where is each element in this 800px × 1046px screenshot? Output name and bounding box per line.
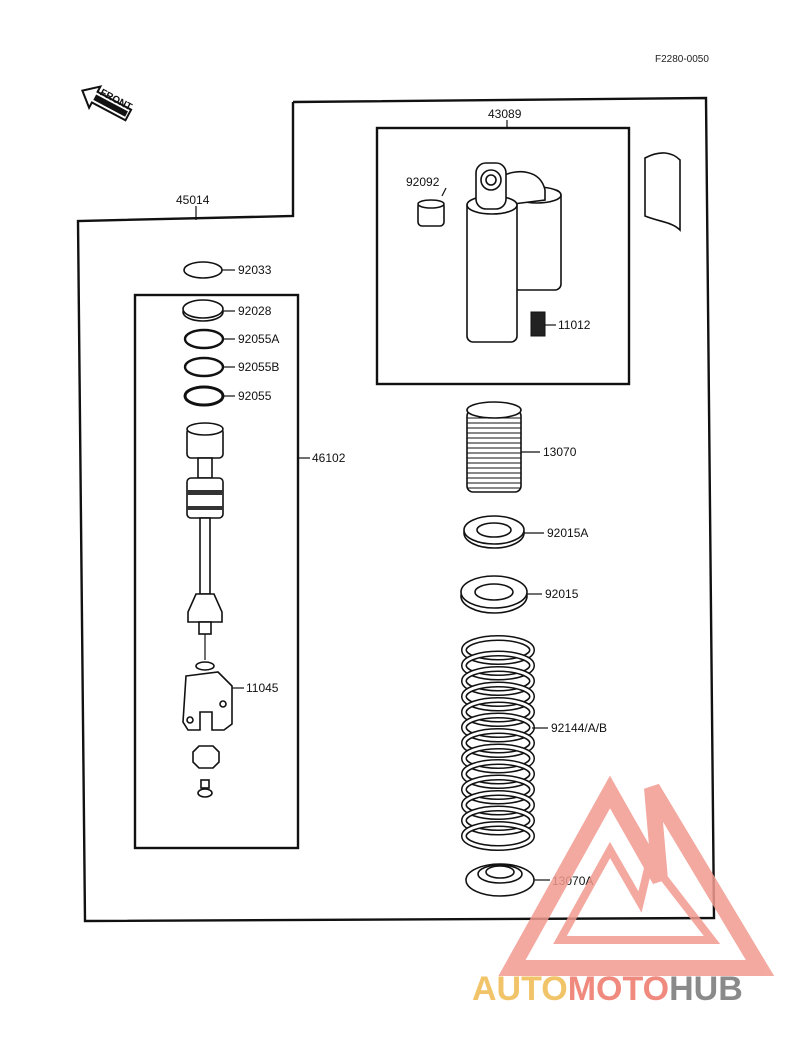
label-13070: 13070: [543, 445, 577, 459]
spring-coil-highlight: [462, 683, 534, 710]
diagram-code: F2280-0050: [655, 54, 709, 65]
label-92055: 92055: [238, 389, 272, 403]
clevis-11045: [182, 661, 233, 731]
spring-coil-highlight: [462, 636, 534, 664]
watermark-logo: [498, 775, 775, 976]
coil-spring-92144: [461, 635, 535, 851]
oring-92055: [183, 385, 225, 407]
spring-coil-highlight: [462, 760, 534, 788]
watermark-hub: HUB: [669, 970, 743, 1008]
circlip-92033: [183, 261, 223, 279]
assembly-box-46102: [133, 293, 300, 850]
spring-coil-highlight: [462, 667, 534, 695]
spring-coil-highlight: [462, 652, 534, 679]
label-43089: 43089: [488, 107, 522, 121]
ring-92028: [182, 299, 224, 322]
spring-coil-highlight: [462, 791, 534, 819]
locknut-92015A: [463, 515, 525, 549]
spring-coil-highlight: [462, 822, 534, 850]
label-92055B: 92055B: [238, 360, 279, 374]
spring-coil-highlight: [462, 807, 534, 834]
locknut-92015: [460, 575, 528, 614]
bushing-92092: [417, 199, 445, 227]
label-92015: 92015: [545, 587, 579, 601]
label-11012: 11012: [558, 318, 591, 332]
watermark-auto: AUTO: [472, 970, 568, 1008]
label-92092: 92092: [406, 175, 440, 189]
assembly-box-43089: [375, 126, 631, 386]
spring-coil-highlight: [462, 776, 534, 803]
screw: [197, 779, 213, 798]
oring-92055B: [183, 356, 225, 378]
oring-92055A: [183, 328, 225, 350]
watermark-moto: MOTO: [568, 970, 669, 1008]
sheet-part: [644, 152, 681, 232]
valve-cap-11012: [530, 311, 546, 337]
label-92055A: 92055A: [238, 332, 279, 346]
label-92033: 92033: [238, 263, 272, 277]
spring-coil-highlight: [462, 745, 534, 772]
spring-seat-13070A: [465, 863, 535, 897]
spring-coil-highlight: [462, 698, 534, 726]
label-92028: 92028: [238, 304, 272, 318]
label-92144: 92144/A/B: [551, 721, 607, 735]
label-92015A: 92015A: [547, 526, 588, 540]
shock-body: [466, 162, 562, 343]
label-46102: 46102: [312, 451, 346, 465]
label-45014: 45014: [176, 193, 210, 207]
adjuster-knob: [192, 745, 220, 769]
front-arrow-icon: [81, 85, 133, 122]
assembly-frame-45014: [76, 96, 716, 923]
label-11045: 11045: [246, 681, 279, 695]
watermark-text: AUTOMOTOHUB: [472, 970, 743, 1008]
bump-rubber-13070: [466, 401, 522, 493]
piston-rod-assembly: [186, 422, 224, 660]
spring-coil-highlight: [462, 729, 534, 757]
